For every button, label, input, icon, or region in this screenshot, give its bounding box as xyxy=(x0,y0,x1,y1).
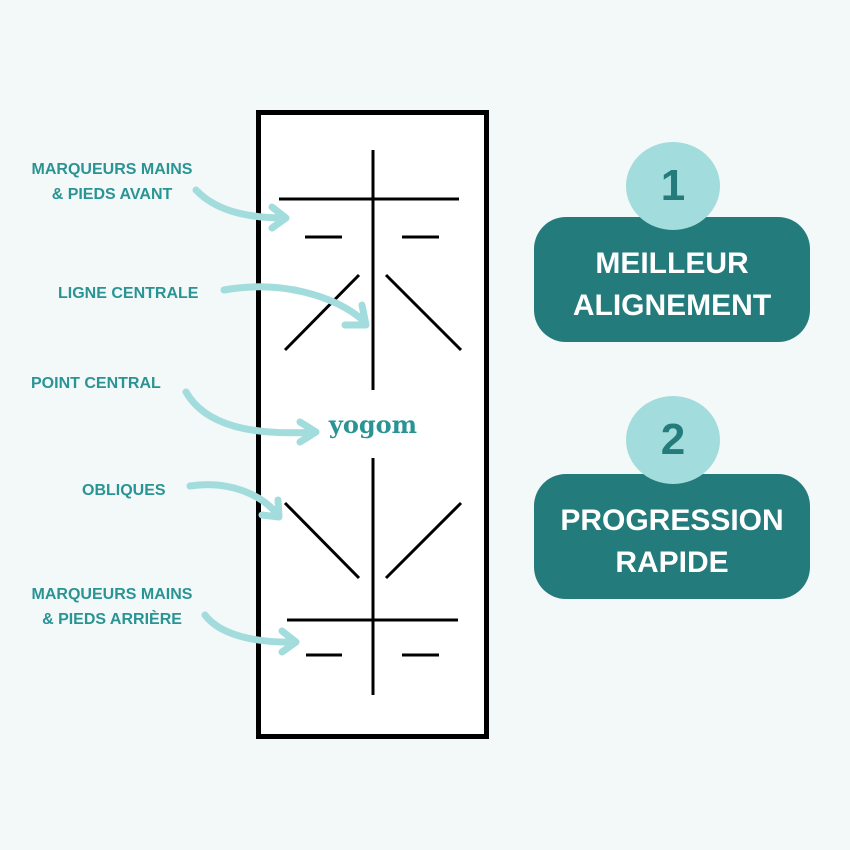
benefit-line: RAPIDE xyxy=(615,545,729,579)
yogom-logo: yogom xyxy=(328,410,418,439)
oblique-bottom-left xyxy=(283,501,361,580)
arrow-back-markers xyxy=(201,611,300,656)
arrow-obliques xyxy=(186,481,283,521)
label-line: MARQUEURS MAINS xyxy=(31,161,193,178)
arrow-center-line xyxy=(220,283,370,329)
label-obliques: OBLIQUES xyxy=(82,482,166,499)
oblique-top-right xyxy=(384,273,463,352)
benefit-card-2: PROGRESSION RAPIDE xyxy=(534,474,810,599)
label-center-line: LIGNE CENTRALE xyxy=(58,285,199,302)
label-line: MARQUEURS MAINS xyxy=(31,586,193,603)
oblique-top-left xyxy=(283,273,361,352)
oblique-bottom-right xyxy=(384,501,463,580)
label-line: & PIEDS AVANT xyxy=(51,186,173,203)
arrow-front-markers xyxy=(192,186,290,232)
arrow-center-point xyxy=(182,388,320,446)
label-line: & PIEDS ARRIÈRE xyxy=(42,611,182,628)
label-center-point: POINT CENTRAL xyxy=(31,375,161,392)
benefit-line: MEILLEUR xyxy=(595,246,749,280)
benefit-line: ALIGNEMENT xyxy=(572,288,772,322)
number-badge-1: 1 xyxy=(626,142,720,230)
label-front-markers: MARQUEURS MAINS & PIEDS AVANT xyxy=(18,157,206,207)
label-back-markers: MARQUEURS MAINS & PIEDS ARRIÈRE xyxy=(18,582,206,632)
number-badge-2: 2 xyxy=(626,396,720,484)
benefit-line: PROGRESSION xyxy=(560,503,784,537)
benefit-card-1: MEILLEUR ALIGNEMENT xyxy=(534,217,810,342)
